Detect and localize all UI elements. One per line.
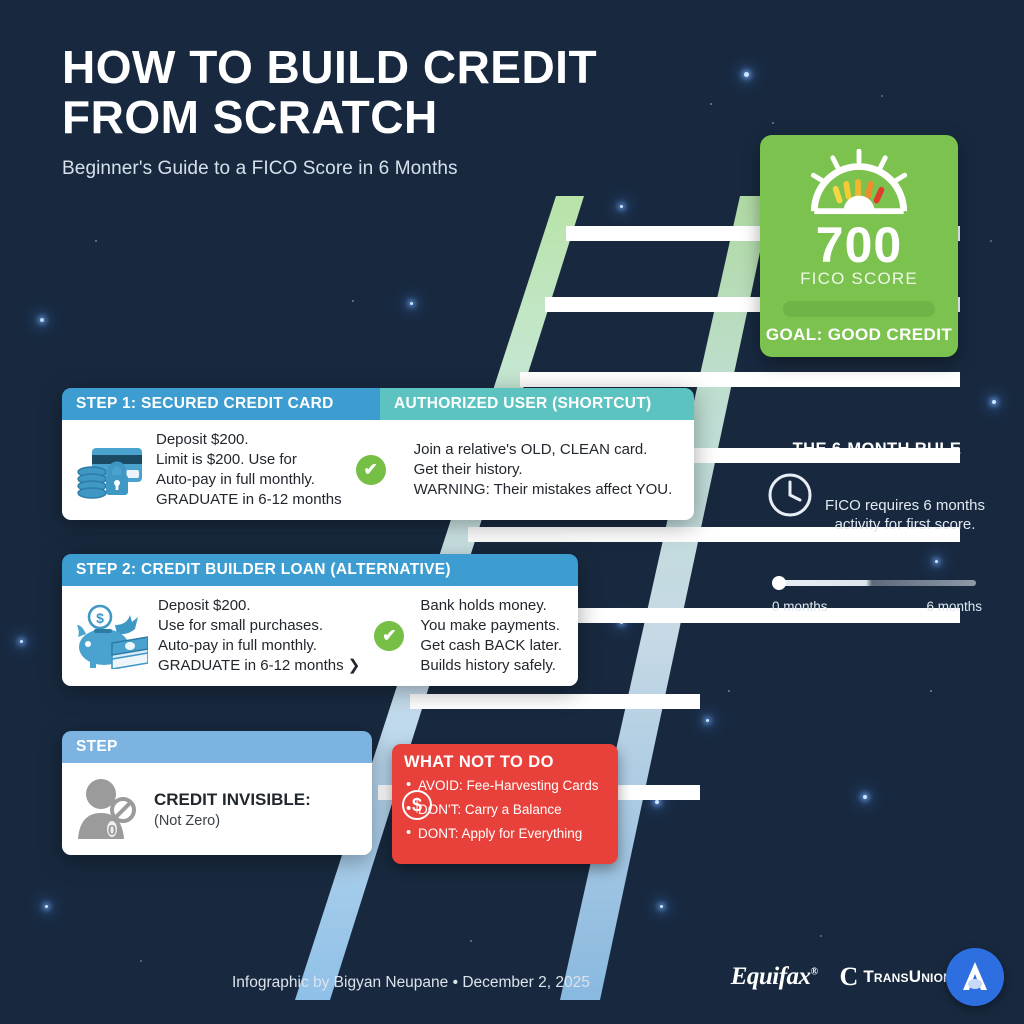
credit-invisible-title: CREDIT INVISIBLE: — [154, 789, 311, 809]
step-1-title: STEP 1: SECURED CREDIT CARD — [62, 388, 380, 420]
step-2-body: $ Deposit $200. Use for small purchases. — [62, 586, 578, 686]
authorized-user-line-3: WARNING: Their mistakes affect YOU. — [413, 481, 673, 498]
transunion-logo: C TransUnion — [840, 962, 952, 992]
step-1-line-1: Deposit $200. — [156, 431, 249, 448]
step-2-check-icon: ✔ — [374, 621, 405, 651]
six-month-rule-section: THE 6-MONTH RULE FICO requires 6 months … — [766, 440, 988, 614]
step-2-title: STEP 2: CREDIT BUILDER LOAN (ALTERNATIVE… — [62, 554, 578, 586]
step-2-line-2: Use for small purchases. — [158, 617, 324, 634]
step-1-line-3: Auto-pay in full monthly. — [156, 471, 315, 488]
what-not-to-do-panel: WHAT NOT TO DO AVOID: Fee-Harvesting Car… — [392, 744, 618, 864]
secured-credit-card-lock-icon — [77, 448, 142, 499]
slider-labels: 0 months 6 months — [766, 599, 988, 614]
svg-text:0: 0 — [108, 822, 116, 839]
six-month-rule-text: FICO requires 6 months activity for firs… — [824, 497, 986, 533]
credit-gauge-sunrise-icon — [810, 149, 908, 215]
brand-a-logo-icon — [946, 948, 1004, 1006]
title-line-1: HOW TO BUILD CREDIT — [62, 41, 598, 93]
authorized-user-line-2: Get their history. — [413, 461, 523, 478]
slider-end-label: 6 months — [926, 599, 982, 614]
goal-card: 700 FICO SCORE GOAL: GOOD CREDIT — [760, 135, 958, 357]
step-2-right-line-3: Get cash BACK later. — [420, 637, 563, 654]
piggy-bank-cash-icon: $ — [77, 604, 148, 669]
goal-progress-bar — [783, 301, 935, 317]
step-1-line-2: Limit is $200. Use for — [156, 451, 297, 468]
slider-knob[interactable] — [772, 576, 786, 590]
what-not-to-do-title: WHAT NOT TO DO — [404, 753, 554, 771]
page-subtitle: Beginner's Guide to a FICO Score in 6 Mo… — [62, 158, 458, 179]
page-title: HOW TO BUILD CREDIT FROM SCRATCH Beginne… — [62, 42, 597, 180]
step-3-header: STEP — [62, 731, 372, 763]
six-month-slider[interactable] — [766, 576, 988, 590]
step-2-right-text: Bank holds money. You make payments. Get… — [420, 596, 562, 676]
step-1-card: STEP 1: SECURED CREDIT CARD AUTHORIZED U… — [62, 388, 694, 520]
slider-track[interactable] — [776, 580, 976, 586]
step-2-line-3: Auto-pay in full monthly. — [158, 637, 317, 654]
slider-start-label: 0 months — [772, 599, 828, 614]
step-1-left-text: Deposit $200. Limit is $200. Use for Aut… — [156, 430, 342, 510]
svg-text:$: $ — [96, 610, 104, 626]
step-1-header: STEP 1: SECURED CREDIT CARD AUTHORIZED U… — [62, 388, 694, 420]
transunion-wordmark: TransUnion — [863, 967, 952, 986]
step-2-line-4: GRADUATE in 6-12 months ❯ — [158, 657, 361, 674]
transunion-mark-icon: C — [839, 962, 859, 991]
footer-credit: Infographic by Bigyan Neupane • December… — [232, 974, 590, 991]
goal-footer-label: GOAL: GOOD CREDIT — [765, 325, 953, 344]
six-month-rule-title: THE 6-MONTH RULE — [792, 440, 962, 458]
step-1-line-4: GRADUATE in 6-12 months — [156, 491, 342, 508]
what-not-to-do-list: AVOID: Fee-Harvesting Cards DON'T: Carry… — [404, 777, 606, 841]
credit-invisible-subtitle: (Not Zero) — [154, 812, 221, 829]
step-1-right-text: Join a relative's OLD, CLEAN card. Get t… — [414, 440, 673, 500]
authorized-user-line-1: Join a relative's OLD, CLEAN card. — [413, 441, 648, 458]
fico-score-value: 700 — [815, 217, 903, 273]
title-line-2: FROM SCRATCH — [62, 91, 438, 143]
step-1-left-column: Deposit $200. Limit is $200. Use for Aut… — [74, 430, 342, 510]
step-3-text-block: CREDIT INVISIBLE: (Not Zero) — [154, 790, 311, 829]
step-2-left-text: Deposit $200. Use for small purchases. A… — [158, 596, 360, 676]
step-3-body: 0 CREDIT INVISIBLE: (Not Zero) — [62, 763, 372, 855]
step-1-check-icon: ✔ — [355, 455, 386, 485]
clock-icon — [768, 473, 812, 517]
footer-logos: Equifax® C TransUnion — [731, 948, 1004, 1006]
step-2-right-line-4: Builds history safely. — [420, 657, 556, 674]
dollar-coin-icon: $ — [402, 790, 432, 820]
step-2-card: STEP 2: CREDIT BUILDER LOAN (ALTERNATIVE… — [62, 554, 578, 686]
step-3-card: STEP 0 CREDIT INVISIBLE: (Not Zero) — [62, 731, 372, 855]
credit-invisible-person-icon: 0 — [78, 779, 136, 839]
equifax-logo: Equifax® — [730, 963, 818, 990]
step-1-body: Deposit $200. Limit is $200. Use for Aut… — [62, 420, 694, 520]
warning-item-1: AVOID: Fee-Harvesting Cards — [404, 777, 606, 793]
fico-score-label: FICO SCORE — [800, 269, 918, 288]
step-2-right-line-1: Bank holds money. — [420, 597, 547, 614]
step-3-title: STEP — [62, 731, 372, 763]
step-2-right-line-2: You make payments. — [420, 617, 560, 634]
authorized-user-title: AUTHORIZED USER (SHORTCUT) — [380, 388, 694, 420]
step-2-header: STEP 2: CREDIT BUILDER LOAN (ALTERNATIVE… — [62, 554, 578, 586]
warning-item-3: DONT: Apply for Everything — [404, 825, 606, 841]
step-2-line-1: Deposit $200. — [158, 597, 251, 614]
warning-item-2: DON'T: Carry a Balance — [404, 801, 606, 817]
